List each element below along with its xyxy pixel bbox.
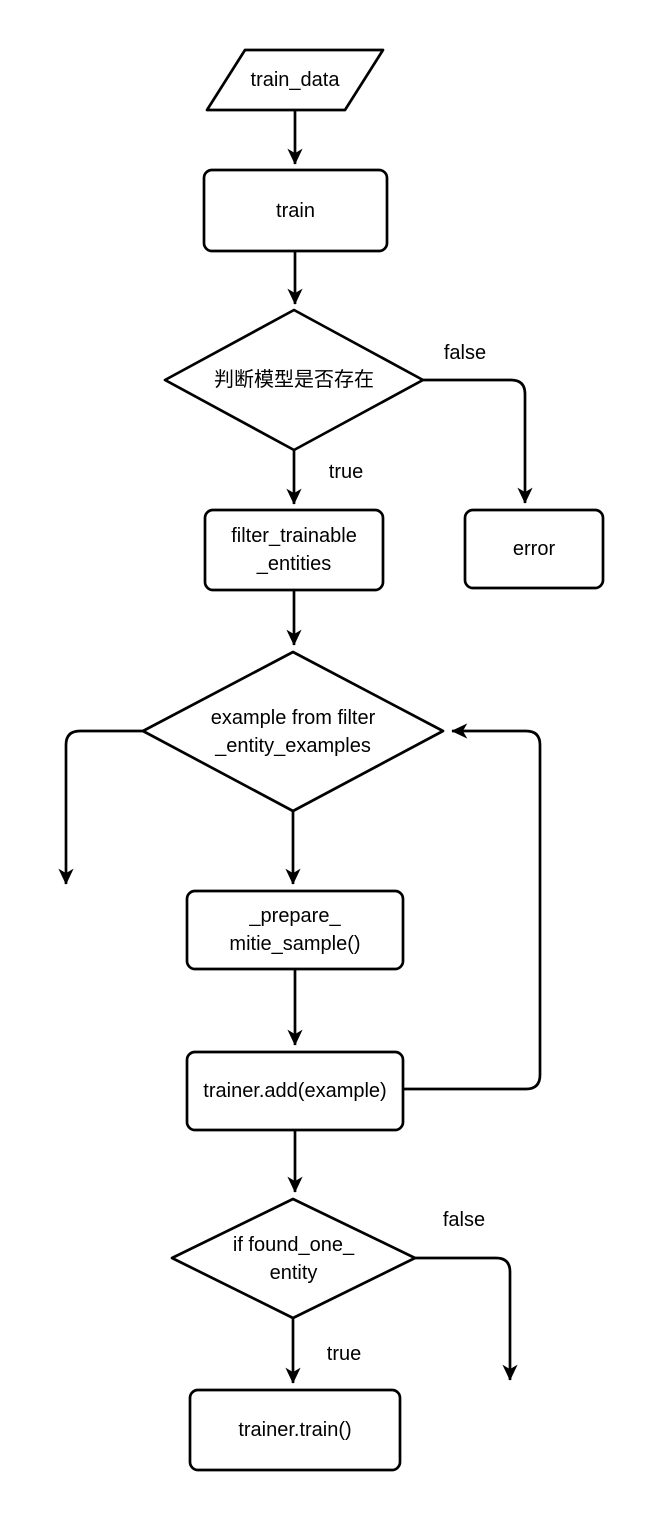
node-filter-trainable-entities-rect [203, 508, 385, 592]
edge-if-found-false-exit [415, 1256, 518, 1381]
node-prepare-mitie-sample-rect [185, 889, 405, 971]
node-train-rect [202, 168, 389, 253]
node-if-found-one-entity-diamond [170, 1197, 417, 1320]
edge-trainer-add-loop-back-to-example [403, 723, 542, 1091]
node-trainer-add-rect [185, 1050, 405, 1132]
node-example-from-filter-diamond [141, 650, 445, 813]
edge-example-loop-exit-left [58, 729, 143, 885]
node-model-check-diamond [163, 308, 425, 452]
node-train-data-parallelogram [205, 48, 385, 112]
edge-model-check-false-to-error [423, 378, 533, 504]
node-trainer-train-rect [188, 1388, 402, 1472]
node-error-rect [463, 508, 605, 590]
